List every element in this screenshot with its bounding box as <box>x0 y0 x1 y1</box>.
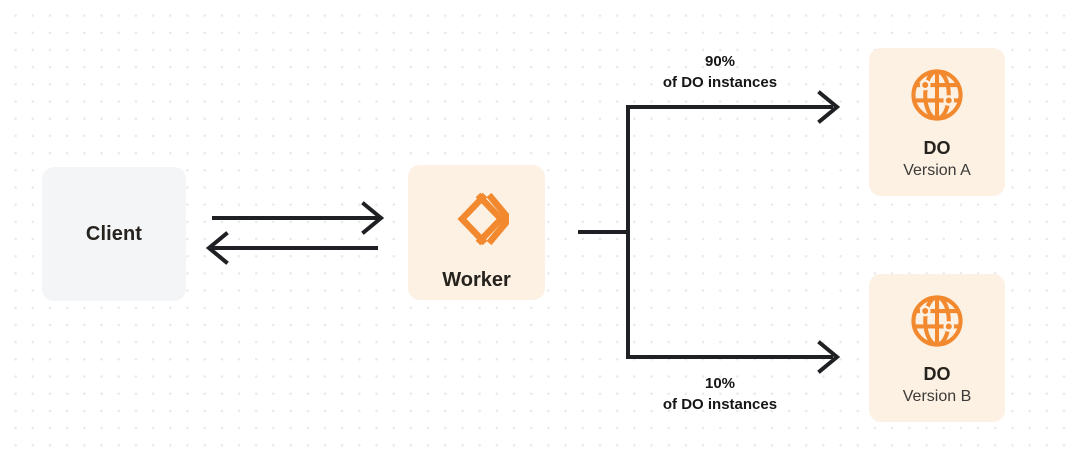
globe-icon <box>908 292 966 350</box>
do-b-label: DO <box>923 364 951 384</box>
client-label: Client <box>85 222 143 245</box>
node-do-version-a[interactable]: DO Version A <box>869 48 1005 196</box>
edge-label-do-a: 90% of DO instances <box>592 52 848 93</box>
arrow-worker-to-do-a <box>626 90 841 124</box>
arrow-worker-to-client <box>205 231 378 265</box>
edge-label-do-b: 10% of DO instances <box>592 374 848 415</box>
cloudflare-workers-icon <box>445 187 513 251</box>
node-client[interactable]: Client <box>42 167 186 301</box>
do-a-version-label: Version A <box>903 162 971 179</box>
arrow-client-to-worker <box>212 201 385 235</box>
do-a-label: DO <box>923 138 951 158</box>
worker-branch-stem <box>578 105 630 359</box>
edge-label-do-a-percent: 90% <box>704 53 736 70</box>
edge-label-do-b-description: of DO instances <box>662 395 778 413</box>
do-b-version-label: Version B <box>902 388 972 405</box>
arrow-worker-to-do-b <box>626 340 841 374</box>
node-do-version-b[interactable]: DO Version B <box>869 274 1005 422</box>
edge-label-do-b-percent: 10% <box>704 375 736 392</box>
worker-label: Worker <box>442 269 511 291</box>
globe-icon <box>908 66 966 124</box>
node-worker[interactable]: Worker <box>408 165 545 300</box>
edge-label-do-a-description: of DO instances <box>662 73 778 91</box>
